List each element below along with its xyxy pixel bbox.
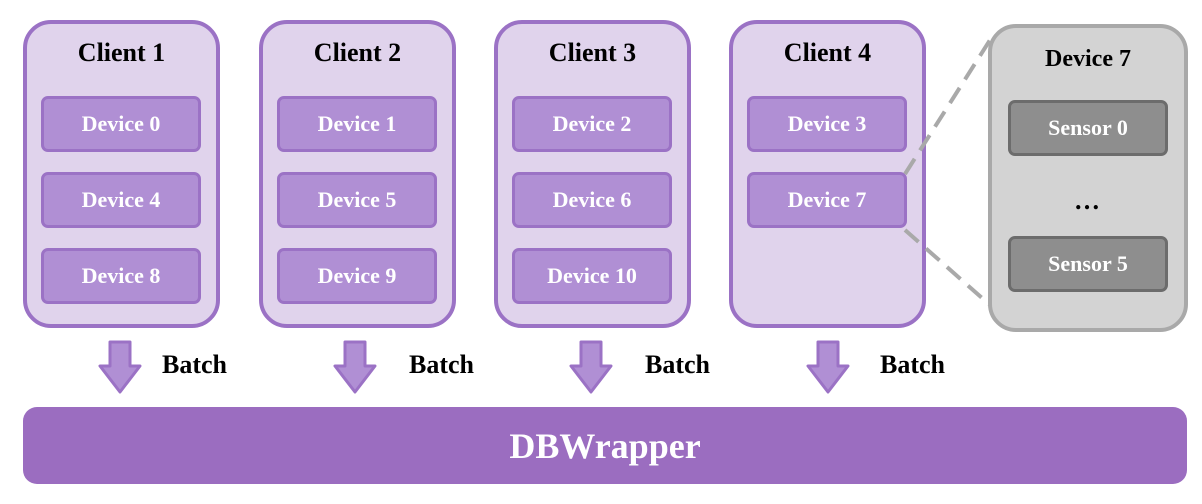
client-2-title: Client 2 xyxy=(313,38,402,67)
sensor-5-box: Sensor 5 xyxy=(1008,236,1168,292)
dbwrapper-bar: DBWrapper xyxy=(23,407,1187,484)
client-3-box: Client 3 Device 2 Device 6 Device 10 xyxy=(494,20,691,328)
down-arrow-icon xyxy=(806,340,850,394)
batch-label-2: Batch xyxy=(409,350,474,379)
client-1-box: Client 1 Device 0 Device 4 Device 8 xyxy=(23,20,220,328)
device-2-box: Device 2 xyxy=(512,96,672,152)
device-1-box: Device 1 xyxy=(277,96,437,152)
device-8-box: Device 8 xyxy=(41,248,201,304)
device-3-box: Device 3 xyxy=(747,96,907,152)
down-arrow-icon xyxy=(98,340,142,394)
device-9-box: Device 9 xyxy=(277,248,437,304)
down-arrow-icon xyxy=(333,340,377,394)
device-5-box: Device 5 xyxy=(277,172,437,228)
sensor-ellipsis: … xyxy=(1074,186,1102,215)
device-4-box: Device 4 xyxy=(41,172,201,228)
batch-label-4: Batch xyxy=(880,350,945,379)
device-0-box: Device 0 xyxy=(41,96,201,152)
batch-label-3: Batch xyxy=(645,350,710,379)
device-7-detail-box: Device 7 Sensor 0 … Sensor 5 xyxy=(988,24,1188,332)
batch-label-1: Batch xyxy=(162,350,227,379)
device-6-box: Device 6 xyxy=(512,172,672,228)
client-3-title: Client 3 xyxy=(548,38,637,67)
device-7-box: Device 7 xyxy=(747,172,907,228)
client-4-title: Client 4 xyxy=(783,38,872,67)
client-4-box: Client 4 Device 3 Device 7 xyxy=(729,20,926,328)
device-10-box: Device 10 xyxy=(512,248,672,304)
sensor-0-box: Sensor 0 xyxy=(1008,100,1168,156)
device-7-detail-title: Device 7 xyxy=(1045,46,1131,72)
client-2-box: Client 2 Device 1 Device 5 Device 9 xyxy=(259,20,456,328)
client-1-title: Client 1 xyxy=(77,38,166,67)
down-arrow-icon xyxy=(569,340,613,394)
